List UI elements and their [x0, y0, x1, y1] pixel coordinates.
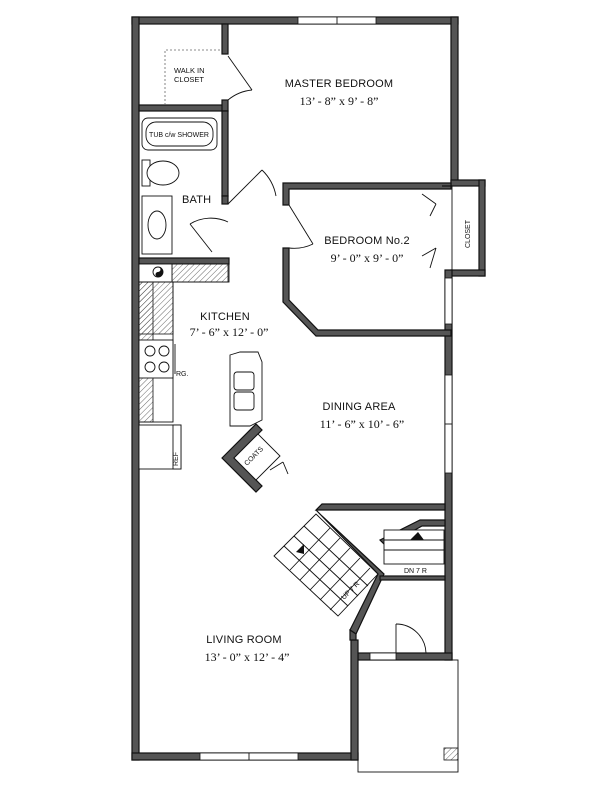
walk-in-closet: WALK IN CLOSET: [164, 49, 253, 105]
front-porch: [357, 659, 459, 773]
bedroom2-name: BEDROOM No.2: [324, 235, 410, 247]
windows: [199, 16, 453, 761]
tub-label: TUB c/w SHOWER: [149, 132, 209, 139]
kitchen: RG. REF KITCHEN 7’ - 6” x 12’ - 0” COATS: [138, 263, 289, 493]
living-name: LIVING ROOM: [206, 634, 282, 646]
walk-in-label-2: CLOSET: [174, 75, 204, 84]
bedroom-2: BEDROOM No.2 9’ - 0” x 9’ - 0” CLOSET: [288, 186, 472, 270]
living-room: LIVING ROOM 13’ - 0” x 12’ - 4”: [205, 634, 290, 664]
bathroom: TUB c/w SHOWER BATH: [141, 117, 277, 255]
living-dims: 13’ - 0” x 12’ - 4”: [205, 650, 290, 664]
bedroom2-dims: 9’ - 0” x 9’ - 0”: [331, 251, 404, 265]
dining-dims: 11’ - 6” x 10’ - 6”: [320, 417, 404, 431]
ref-label: REF: [173, 452, 180, 466]
walk-in-label-1: WALK IN: [174, 66, 205, 75]
range-label: RG.: [176, 371, 189, 378]
dining-area: DINING AREA 11’ - 6” x 10’ - 6”: [320, 401, 404, 431]
master-bedroom-name: MASTER BEDROOM: [285, 78, 394, 90]
stairs-down-label: DN 7 R: [404, 568, 427, 575]
kitchen-name: KITCHEN: [200, 311, 250, 323]
dining-name: DINING AREA: [322, 401, 396, 413]
stairs: UP 7 R DN 7 R: [273, 503, 446, 661]
master-bedroom-dims: 13’ - 8” x 9’ - 8”: [300, 94, 379, 108]
interior-walls: [138, 23, 452, 337]
master-bedroom: MASTER BEDROOM 13’ - 8” x 9’ - 8”: [285, 78, 394, 108]
kitchen-dims: 7’ - 6” x 12’ - 0”: [190, 325, 269, 339]
bath-name: BATH: [182, 194, 211, 206]
closet-label: CLOSET: [465, 219, 472, 248]
